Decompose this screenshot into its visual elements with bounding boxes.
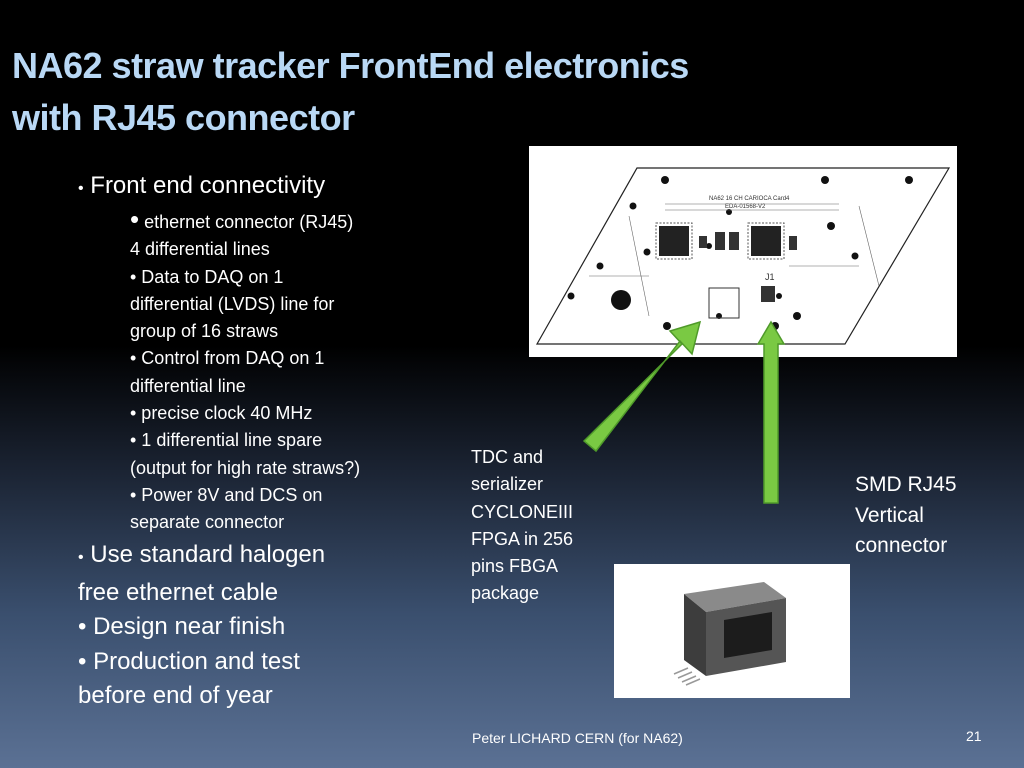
sub-line-0: • ethernet connector (RJ45) — [130, 204, 430, 236]
caption-tdc-line-2: CYCLONEIII — [471, 501, 574, 522]
rj45-connector-drawing — [673, 582, 786, 686]
main-bullets-lower: • Use standard halogen free ethernet cab… — [78, 538, 418, 714]
caption-rj45-line-2: connector — [855, 534, 948, 557]
title-line-1: NA62 straw tracker FrontEnd electronics — [12, 45, 689, 86]
rj45-side-face — [684, 594, 706, 676]
sub-line-11: separate connector — [130, 512, 285, 533]
pcb-board-label: NA62 16 CH CARIOCA Card4 — [709, 196, 790, 202]
sub-line-6: differential line — [130, 375, 246, 396]
pcb-small-chips — [699, 232, 797, 302]
sub-line-1: 4 differential lines — [130, 239, 270, 260]
bullet-front-end: • Front end connectivity — [78, 170, 438, 204]
j1-label: J1 — [765, 272, 775, 282]
caption-tdc-fpga: TDC and serializer CYCLONEIII FPGA in 25… — [471, 444, 573, 608]
bullet-design: • Design near finish — [78, 613, 286, 640]
rj45-connector-image — [614, 564, 850, 698]
rj45-top-face — [684, 582, 786, 612]
slide-footer: Peter LICHARD CERN (for NA62) — [472, 730, 683, 746]
bullet-production-line-2: before end of year — [78, 682, 273, 709]
fpga-chip-right — [751, 226, 781, 256]
sub-line-3: differential (LVDS) line for — [130, 293, 335, 314]
rj45-footprint — [708, 287, 740, 319]
sub-bullet-list: • ethernet connector (RJ45) 4 differenti… — [130, 204, 430, 537]
caption-rj45-line-1: Vertical — [855, 503, 924, 527]
title-line-2: with RJ45 connector — [12, 97, 355, 138]
bullet-halogen-line-1: • Use standard halogen — [78, 538, 418, 576]
pcb-outline — [535, 167, 951, 345]
bullet-dot: • — [78, 549, 84, 566]
caption-tdc-line-3: FPGA in 256 — [471, 528, 574, 549]
sub-line-7: • precise clock 40 MHz — [130, 403, 313, 424]
rj45-pins — [673, 667, 701, 686]
caption-tdc-line-5: package — [471, 583, 540, 604]
caption-tdc-line-4: pins FBGA — [471, 556, 559, 577]
bullet-front-end-text: Front end connectivity — [90, 172, 326, 199]
pcb-traces — [589, 203, 880, 317]
pcb-large-component — [611, 290, 631, 310]
bullet-halogen-text: Use standard halogen — [90, 541, 326, 568]
caption-rj45-line-0: SMD RJ45 — [855, 473, 957, 496]
pcb-layout-drawing: J1 NA62 16 CH CARIOCA Card4 EDA-01568-V2 — [535, 167, 951, 345]
sub-line-2: • Data to DAQ on 1 — [130, 266, 284, 287]
bullet-halogen-line-2: free ethernet cable — [78, 578, 279, 606]
bullet-list: • Front end connectivity — [78, 170, 438, 204]
caption-tdc-line-1: serializer — [471, 474, 544, 495]
sub-line-8: • 1 differential line spare — [130, 430, 323, 451]
bullet-production-line-1: • Production and test — [78, 647, 300, 675]
page-number: 21 — [966, 728, 982, 744]
sub-line-0-text: ethernet connector (RJ45) — [144, 212, 354, 232]
bullet-dot: • — [78, 180, 84, 197]
caption-rj45: SMD RJ45 Vertical connector — [855, 470, 957, 562]
sub-line-10: • Power 8V and DCS on — [130, 484, 323, 505]
bullet-dot: • — [130, 204, 140, 234]
sub-line-5: • Control from DAQ on 1 — [130, 348, 325, 369]
sub-line-4: group of 16 straws — [130, 321, 279, 342]
pcb-part-label: EDA-01568-V2 — [725, 204, 766, 210]
sub-line-9: (output for high rate straws?) — [130, 457, 361, 478]
caption-tdc-line-0: TDC and — [471, 447, 544, 467]
rj45-port-opening — [724, 612, 772, 658]
slide-title: NA62 straw tracker FrontEnd electronics … — [12, 40, 912, 144]
fpga-chip-left — [659, 226, 689, 256]
pcb-layout-image: J1 NA62 16 CH CARIOCA Card4 EDA-01568-V2 — [529, 146, 957, 357]
